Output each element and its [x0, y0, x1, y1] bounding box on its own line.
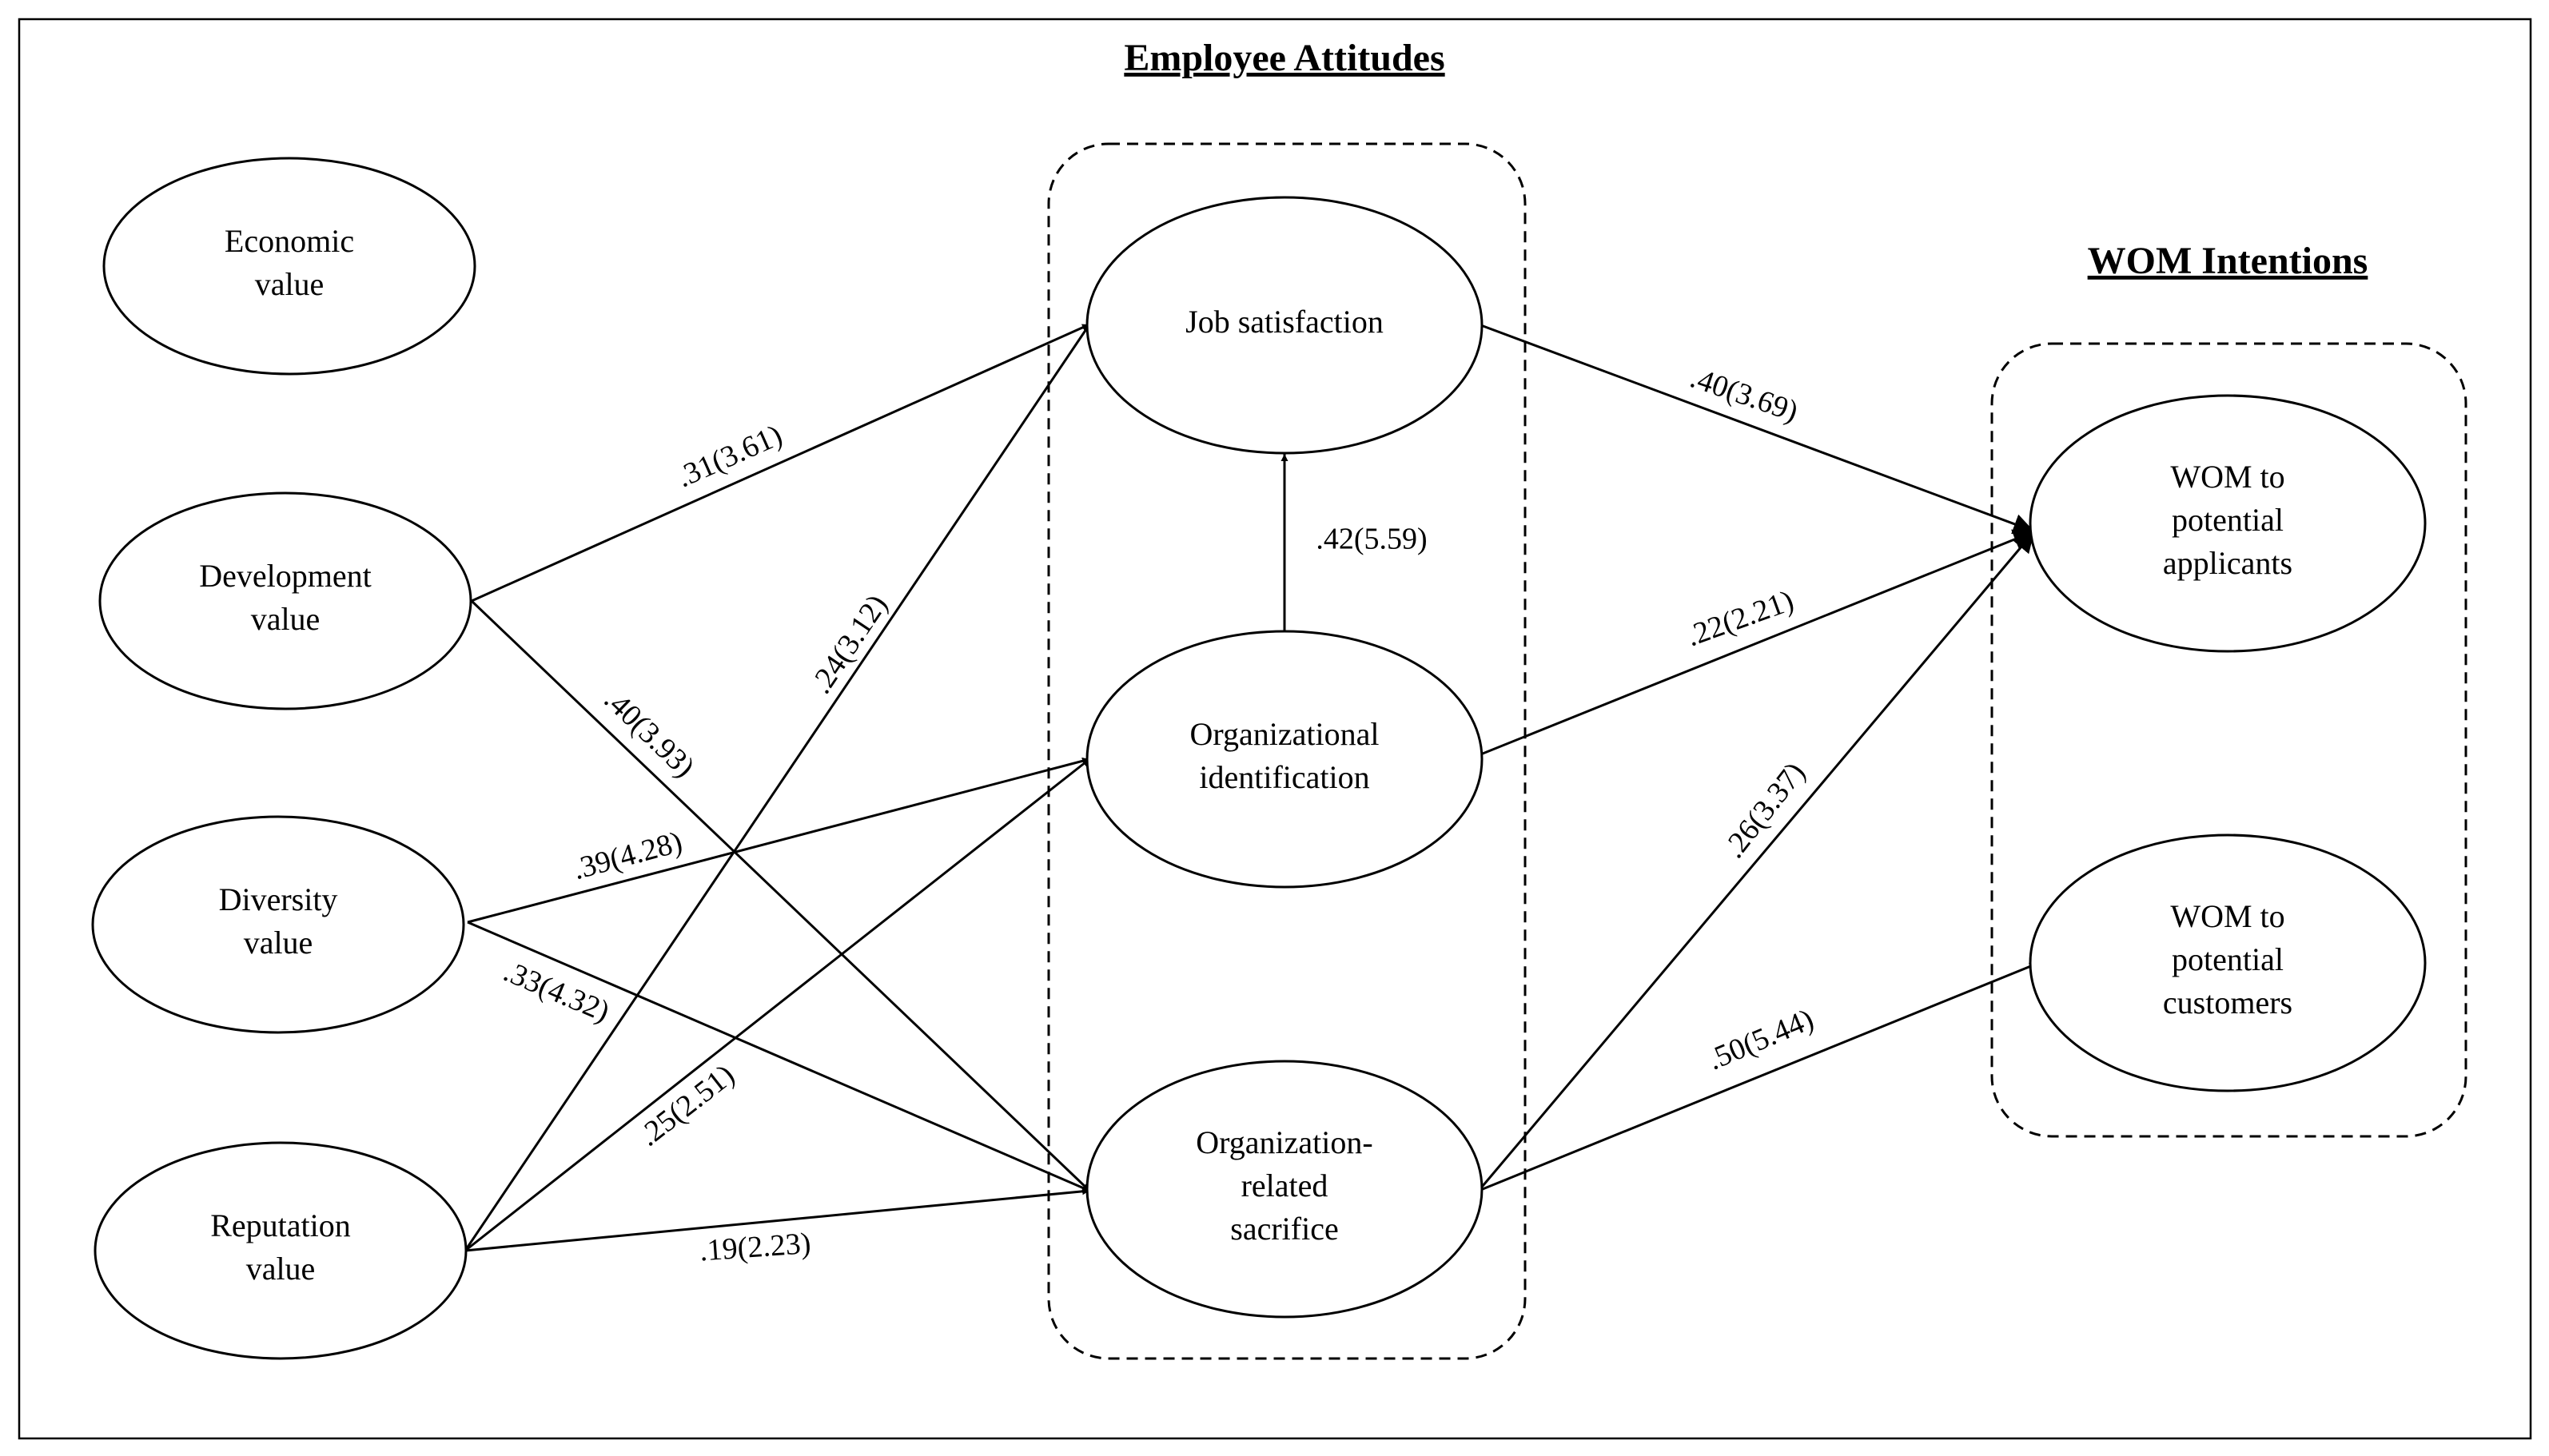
node-label-org-sacrifice-3: sacrifice — [1230, 1211, 1338, 1247]
edges-layer — [464, 323, 2037, 1252]
node-ellipse-job-satisfaction — [1085, 196, 1484, 455]
edge-label-org-sacrifice-to-wom-customers: .50(5.44) — [1703, 1002, 1818, 1076]
node-label-wom-applicants-1: WOM to — [2170, 459, 2284, 495]
outer-frame — [18, 18, 2532, 1440]
node-wom-customers: WOM to potential customers — [2029, 833, 2427, 1092]
employee-attitudes-box — [1047, 142, 1527, 1360]
edge-label-diversity-to-org-identification: .39(4.28) — [569, 825, 685, 887]
node-label-reputation-2: value — [246, 1251, 316, 1287]
edge-org-sacrifice-to-wom-applicants — [1477, 531, 2036, 1191]
node-development: Development value — [98, 491, 472, 710]
node-label-wom-applicants-3: applicants — [2163, 545, 2292, 581]
edge-label-development-to-job-satisfaction: .31(3.61) — [671, 418, 787, 494]
edge-reputation-to-org-sacrifice — [464, 1187, 1090, 1252]
edge-label-org-identification-to-wom-applicants: .22(2.21) — [1682, 583, 1798, 653]
edge-reputation-to-job-satisfaction — [464, 324, 1091, 1251]
node-label-economic-2: value — [255, 266, 325, 302]
edge-diversity-to-org-identification — [467, 757, 1090, 924]
edge-label-job-satisfaction-to-wom-applicants: .40(3.69) — [1686, 360, 1802, 428]
edge-label-org-identification-to-job-satisfaction: .42(5.59) — [1316, 523, 1427, 556]
edge-development-to-job-satisfaction — [471, 323, 1090, 603]
edge-org-identification-to-wom-applicants — [1478, 529, 2035, 757]
node-label-diversity-2: value — [244, 925, 313, 961]
edge-development-to-org-sacrifice — [470, 599, 1091, 1192]
edge-org-sacrifice-to-wom-customers — [1478, 962, 2037, 1192]
node-org-identification: Organizational identification — [1085, 630, 1484, 889]
node-label-org-identification-1: Organizational — [1190, 716, 1380, 752]
wom-intentions-title: WOM Intentions — [2088, 240, 2368, 282]
edge-label-development-to-org-sacrifice: .40(3.93) — [598, 682, 701, 784]
node-label-org-identification-2: identification — [1199, 759, 1369, 795]
node-diversity: Diversity value — [91, 815, 465, 1034]
node-label-diversity-1: Diversity — [219, 881, 338, 917]
edge-reputation-to-org-identification — [464, 758, 1090, 1252]
node-label-wom-customers-1: WOM to — [2170, 898, 2284, 934]
node-ellipse-economic — [102, 157, 476, 376]
edge-label-org-sacrifice-to-wom-applicants: .26(3.37) — [1717, 756, 1812, 865]
edge-diversity-to-org-sacrifice — [467, 921, 1090, 1192]
edge-label-reputation-to-org-sacrifice: .19(2.23) — [699, 1227, 812, 1268]
node-label-development-2: value — [251, 601, 321, 637]
node-label-wom-applicants-2: potential — [2172, 502, 2284, 538]
node-label-wom-customers-3: customers — [2163, 985, 2292, 1020]
node-wom-applicants: WOM to potential applicants — [2029, 394, 2427, 653]
node-label-reputation-1: Reputation — [210, 1207, 351, 1243]
node-ellipse-reputation — [94, 1141, 468, 1360]
node-label-development-1: Development — [199, 558, 372, 594]
node-ellipse-org-sacrifice — [1085, 1060, 1484, 1319]
node-ellipse-org-identification — [1085, 630, 1484, 889]
node-label-org-sacrifice-2: related — [1241, 1168, 1328, 1203]
node-ellipse-wom-customers — [2029, 833, 2427, 1092]
node-label-wom-customers-2: potential — [2172, 941, 2284, 977]
node-ellipse-wom-applicants — [2029, 394, 2427, 653]
nodes-layer: EconomicvalueDevelopmentvalueDiversityva… — [91, 157, 2427, 1360]
employee-attitudes-title: Employee Attitudes — [1124, 37, 1444, 79]
edge-job-satisfaction-to-wom-applicants — [1478, 323, 2035, 535]
node-label-job-satisfaction-1: Job satisfaction — [1185, 304, 1384, 340]
node-ellipse-development — [98, 491, 472, 710]
node-job-satisfaction: Job satisfaction — [1085, 196, 1484, 455]
node-label-org-sacrifice-1: Organization- — [1196, 1124, 1372, 1160]
node-org-sacrifice: Organization-related sacrifice — [1085, 1060, 1484, 1319]
node-reputation: Reputation value — [94, 1141, 468, 1360]
node-ellipse-diversity — [91, 815, 465, 1034]
node-economic: Economic value — [102, 157, 476, 376]
node-label-economic-1: Economic — [225, 223, 354, 259]
edge-label-diversity-to-org-sacrifice: .33(4.32) — [499, 954, 615, 1028]
